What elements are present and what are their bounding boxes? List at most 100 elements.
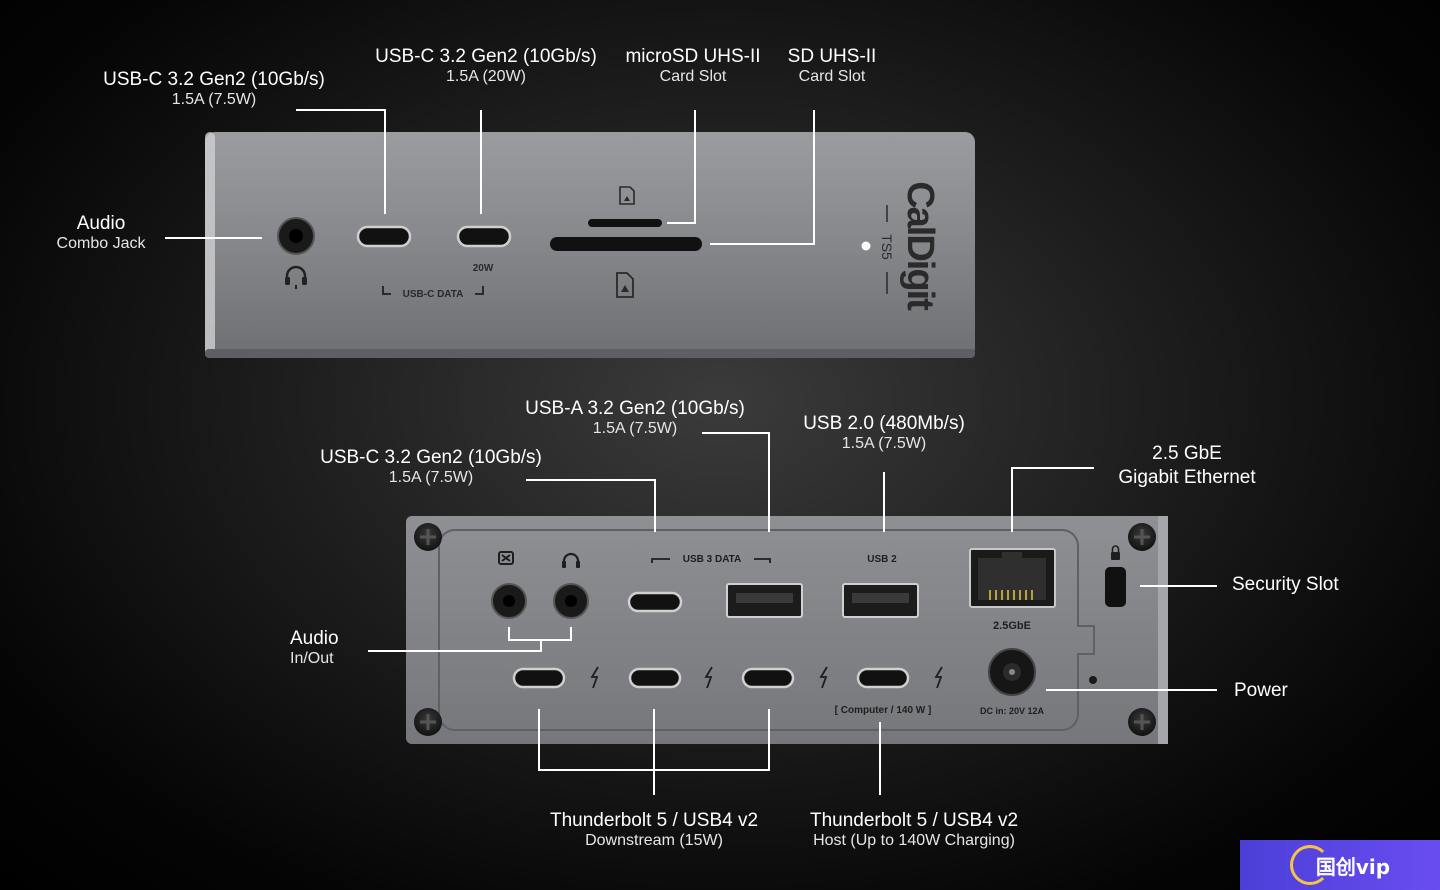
callout-audio-inout-title: Audio xyxy=(290,628,339,649)
dock-front-edge xyxy=(205,132,215,358)
callout-power-title: Power xyxy=(1234,680,1288,701)
front-usbc-data-label: USB-C DATA xyxy=(403,289,464,300)
security-slot xyxy=(1105,567,1126,607)
screw-icon xyxy=(1128,708,1156,736)
callout-tb-down-sub: Downstream (15W) xyxy=(585,831,723,849)
ethernet-pins xyxy=(989,590,1033,600)
dock-rear: USB 3 DATA USB 2 2.5GbE [ C xyxy=(406,516,1168,744)
watermark-ring-icon xyxy=(1289,845,1330,885)
rear-usbc-data-port xyxy=(627,591,683,613)
callout-sd-title: SD UHS-II xyxy=(787,46,877,67)
rear-dc-label: DC in: 20V 12A xyxy=(980,706,1045,716)
callout-tb-host: Thunderbolt 5 / USB4 v2 Host (Up to 140W… xyxy=(810,810,1018,850)
dock-rear-side xyxy=(1158,516,1168,744)
callout-ethernet-sub: Gigabit Ethernet xyxy=(1118,466,1256,488)
line-front-usbc-1 xyxy=(296,109,386,214)
callout-sd: SD UHS-II Card Slot xyxy=(788,46,877,86)
front-20w-label: 20W xyxy=(473,263,494,274)
microsd-slot xyxy=(588,219,662,227)
rear-usb3-data-label: USB 3 DATA xyxy=(683,554,742,565)
sd-card-icon xyxy=(616,272,634,298)
callout-security-title: Security Slot xyxy=(1232,574,1339,595)
line-sd xyxy=(710,110,815,245)
caldigit-logo: CalDigit xyxy=(899,181,941,311)
callout-rear-usbc-title: USB-C 3.2 Gen2 (10Gb/s) xyxy=(320,447,542,468)
thunderbolt-icon xyxy=(819,666,828,689)
callout-front-usbc-2-sub: 1.5A (20W) xyxy=(445,67,527,85)
callout-microsd: microSD UHS-II Card Slot xyxy=(625,46,760,86)
callout-ethernet: 2.5 GbE Gigabit Ethernet xyxy=(1118,443,1255,489)
callout-rear-usbc-sub: 1.5A (7.5W) xyxy=(388,468,474,486)
microphone-icon xyxy=(498,551,514,565)
callout-rear-usba-sub: 1.5A (7.5W) xyxy=(592,419,678,437)
rear-indicator xyxy=(1089,676,1097,684)
callout-front-usbc-1-sub: 1.5A (7.5W) xyxy=(171,90,257,108)
line-rear-usbc xyxy=(526,479,656,532)
tb-host-port xyxy=(856,667,910,689)
callout-rear-usbc: USB-C 3.2 Gen2 (10Gb/s) 1.5A (7.5W) xyxy=(320,447,542,487)
callout-front-usbc-1: USB-C 3.2 Gen2 (10Gb/s) 1.5A (7.5W) xyxy=(103,69,325,109)
line-ethernet xyxy=(1011,467,1094,532)
callout-audio-combo-sub: Combo Jack xyxy=(56,234,146,252)
dock-front-bottom xyxy=(205,349,975,358)
lock-icon xyxy=(1111,545,1120,560)
dock-front: 20W USB-C DATA CalDigit TS5 xyxy=(205,132,975,358)
callout-sd-sub: Card Slot xyxy=(798,67,866,85)
audio-combo-jack-hole xyxy=(289,229,303,243)
usbc-data-bracket xyxy=(382,286,484,295)
callout-ethernet-title: 2.5 GbE xyxy=(1152,443,1222,464)
thunderbolt-icon xyxy=(590,666,599,689)
line-audio-inout xyxy=(368,627,572,652)
callout-rear-usb2-sub: 1.5A (7.5W) xyxy=(841,434,927,452)
dc-power-jack-pin xyxy=(1009,669,1015,675)
callout-tb-host-title: Thunderbolt 5 / USB4 v2 xyxy=(809,810,1019,831)
callout-audio-combo-title: Audio xyxy=(76,213,126,234)
callout-microsd-title: microSD UHS-II xyxy=(625,46,761,67)
usb3-data-bracket xyxy=(651,558,771,563)
screw-icon xyxy=(1128,523,1156,551)
callout-front-usbc-2-title: USB-C 3.2 Gen2 (10Gb/s) xyxy=(375,46,597,67)
model-label: TS5 xyxy=(879,234,895,260)
headset-icon xyxy=(285,265,307,289)
tb-down-port-2 xyxy=(628,667,682,689)
headphone-icon xyxy=(562,552,580,568)
microsd-icon xyxy=(619,186,635,205)
watermark-text: 国创vip xyxy=(1315,854,1391,879)
ethernet-port-inner xyxy=(978,552,1046,600)
screw-icon xyxy=(414,708,442,736)
callout-front-usbc-1-title: USB-C 3.2 Gen2 (10Gb/s) xyxy=(103,69,325,90)
callout-audio-combo: Audio Combo Jack xyxy=(57,213,146,253)
thunderbolt-icon xyxy=(704,666,713,689)
callout-front-usbc-2: USB-C 3.2 Gen2 (10Gb/s) 1.5A (20W) xyxy=(375,46,597,86)
callout-power: Power xyxy=(1234,680,1288,702)
line-rear-usba xyxy=(702,432,770,532)
line-microsd xyxy=(667,110,696,224)
sd-slot xyxy=(550,237,702,251)
callout-audio-inout-sub: In/Out xyxy=(290,649,334,667)
audio-in-jack-hole xyxy=(503,595,515,607)
callout-tb-down-title: Thunderbolt 5 / USB4 v2 xyxy=(549,810,759,831)
callout-tb-host-sub: Host (Up to 140W Charging) xyxy=(813,831,1015,849)
callout-rear-usba-title: USB-A 3.2 Gen2 (10Gb/s) xyxy=(525,398,745,419)
callout-rear-usba: USB-A 3.2 Gen2 (10Gb/s) 1.5A (7.5W) xyxy=(525,398,745,438)
screw-icon xyxy=(414,523,442,551)
front-usbc-port-2 xyxy=(456,225,512,248)
rear-usba-tongue xyxy=(736,593,793,603)
watermark-badge: 国创vip xyxy=(1240,840,1440,890)
tb-down-port-1 xyxy=(512,667,566,689)
callout-lines xyxy=(165,109,1217,795)
rear-ethernet-label: 2.5GbE xyxy=(993,620,1031,632)
callout-rear-usb2-title: USB 2.0 (480Mb/s) xyxy=(803,413,965,434)
rear-computer-label: [ Computer / 140 W ] xyxy=(835,705,932,716)
callout-tb-down: Thunderbolt 5 / USB4 v2 Downstream (15W) xyxy=(550,810,758,850)
callout-audio-inout: Audio In/Out xyxy=(290,628,339,668)
tb-down-port-3 xyxy=(741,667,795,689)
callout-rear-usb2: USB 2.0 (480Mb/s) 1.5A (7.5W) xyxy=(803,413,965,453)
callout-microsd-sub: Card Slot xyxy=(659,67,727,85)
callout-security: Security Slot xyxy=(1232,574,1339,596)
line-tb-down xyxy=(538,709,770,795)
rear-usb2-tongue xyxy=(852,593,909,603)
front-usbc-port-1 xyxy=(356,225,412,248)
thunderbolt-icon xyxy=(934,666,943,689)
